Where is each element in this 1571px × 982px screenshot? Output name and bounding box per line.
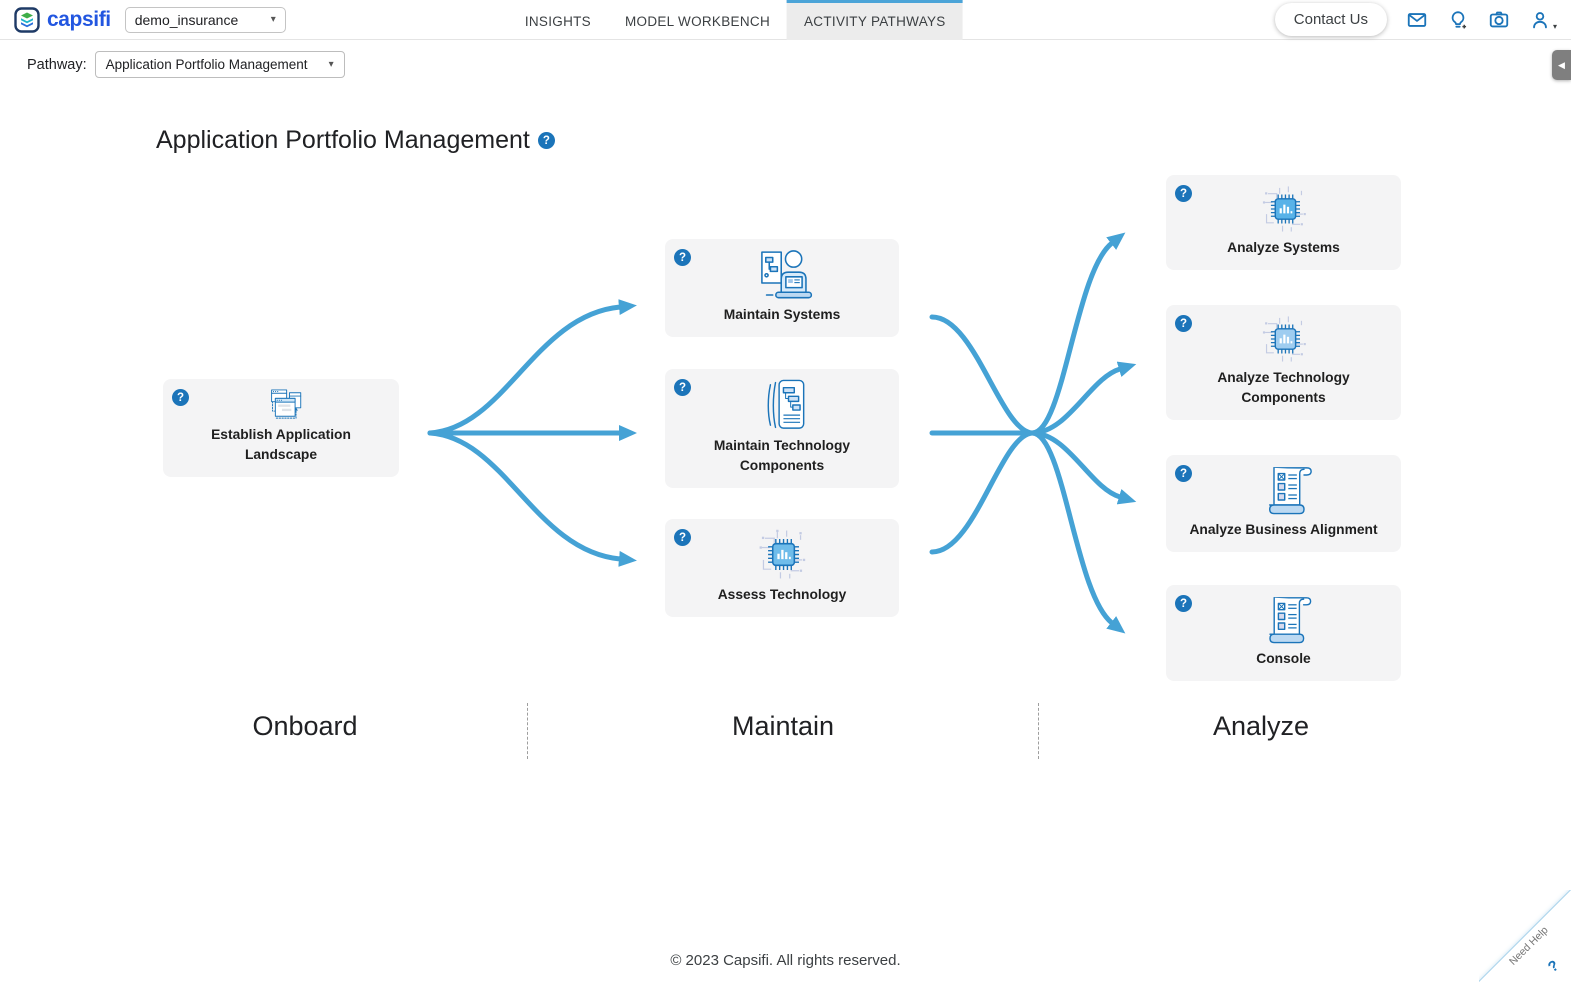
tab-insights[interactable]: INSIGHTS [508,0,608,40]
lightbulb-plus-icon[interactable] [1447,9,1469,31]
capsifi-logo-icon [14,6,40,33]
card-help-icon[interactable]: ? [1175,315,1192,332]
pathway-label: Pathway: [27,56,87,73]
stage-label-analyze: Analyze [1212,711,1310,741]
card-help-icon[interactable]: ? [1175,185,1192,202]
card-label: Analyze Business Alignment [1189,522,1378,537]
stage-label-maintain: Maintain [731,711,835,741]
card-label: Analyze Systems [1227,240,1340,255]
tab-model-workbench-label: MODEL WORKBENCH [624,14,770,29]
maintain-systems-icon [761,250,813,299]
copyright-text: © 2023 Capsifi. All rights reserved. [670,952,901,969]
chevron-down-icon: ▾ [328,59,334,70]
chip-icon [759,529,806,579]
scroll-checklist-icon [1268,597,1311,644]
brand-wordmark: capsifi [47,7,111,31]
card-analyze-technology-components[interactable]: ? Analyze Technology Components [1166,305,1401,420]
pathway-select-value: Application Portfolio Management [105,57,308,72]
card-help-icon[interactable]: ? [1175,595,1192,612]
stage-divider [1038,703,1039,759]
card-help-icon[interactable]: ? [674,249,691,266]
page-help-icon[interactable]: ? [537,132,555,149]
card-help-icon[interactable]: ? [1175,465,1192,482]
card-label: Analyze Technology Components [1217,370,1350,405]
card-maintain-technology-components[interactable]: ? Maintain Technology Components [665,369,899,488]
contact-us-button[interactable]: Contact Us [1274,3,1387,36]
technology-components-doc-icon [767,379,805,429]
person-icon [1533,11,1547,28]
stage-divider [527,703,528,759]
card-assess-technology[interactable]: ? Assess Technology [665,519,899,617]
header-actions: Contact Us [1274,3,1557,36]
chevron-down-icon: ▾ [270,14,276,25]
tab-insights-label: INSIGHTS [524,14,591,29]
application-landscape-icon [271,389,302,419]
pathway-bar: Pathway: Application Portfolio Managemen… [0,40,1571,88]
tab-model-workbench[interactable]: MODEL WORKBENCH [608,0,787,40]
card-label: Assess Technology [717,587,847,602]
card-label: Establish Application Landscape [211,427,351,462]
workspace-select[interactable]: demo_insurance ▾ [124,6,286,33]
chip-icon [1262,186,1306,232]
tab-activity-pathways[interactable]: ACTIVITY PATHWAYS [786,0,963,40]
pathway-select[interactable]: Application Portfolio Management ▾ [94,51,345,78]
chevron-down-icon: ▾ [1552,21,1557,31]
top-header: capsifi demo_insurance ▾ INSIGHTS MODEL … [0,0,1571,40]
collapse-panel-button[interactable]: ◀ [1552,50,1571,80]
card-establish-application-landscape[interactable]: ? Establish Application Landscape [163,379,399,477]
card-label: Console [1256,651,1311,666]
card-help-icon[interactable]: ? [674,529,691,546]
scroll-checklist-icon [1268,467,1312,515]
card-label: Maintain Systems [723,307,841,322]
chip-icon [1262,316,1306,362]
card-help-icon[interactable]: ? [674,379,691,396]
card-analyze-business-alignment[interactable]: ? Analyze Business Alignment [1166,455,1401,552]
page-title-block: Application Portfolio Management ? [156,126,555,155]
mail-icon[interactable] [1406,9,1428,31]
capsifi-logo[interactable]: capsifi [14,6,111,33]
page-title: Application Portfolio Management [156,126,530,154]
card-analyze-systems[interactable]: ? Analyze Systems [1166,175,1401,270]
camera-icon[interactable] [1488,9,1510,31]
card-console[interactable]: ? Console [1166,585,1401,681]
workspace-select-value: demo_insurance [134,11,239,28]
card-maintain-systems[interactable]: ? Maintain Systems [665,239,899,337]
main-nav: INSIGHTS MODEL WORKBENCH ACTIVITY PATHWA… [508,0,963,40]
card-label: Maintain Technology Components [713,438,851,473]
stage-label-onboard: Onboard [252,711,358,741]
need-help-ribbon[interactable]: Need Help ? [1479,890,1571,982]
account-menu[interactable]: ▾ [1529,9,1557,31]
tab-activity-pathways-label: ACTIVITY PATHWAYS [803,14,946,29]
card-help-icon[interactable]: ? [172,389,189,406]
